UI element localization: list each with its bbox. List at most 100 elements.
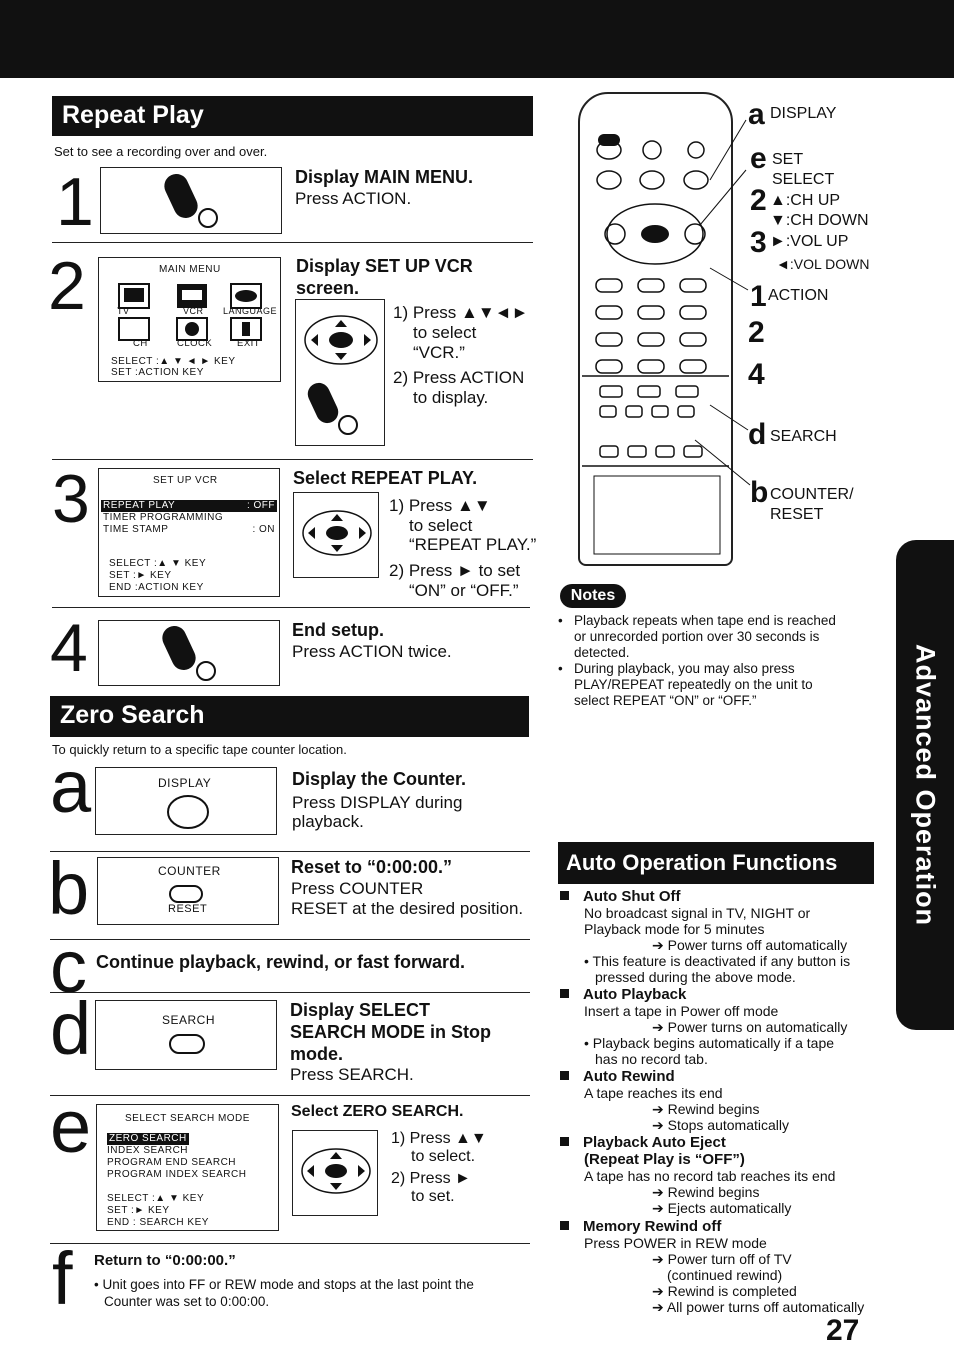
remote-callout-a-label: DISPLAY (770, 105, 837, 122)
step3-title: Select REPEAT PLAY. (293, 468, 478, 488)
note-1: Playback repeats when tape end is reache… (574, 613, 836, 628)
side-tab (896, 540, 954, 1030)
menu-row-label: REPEAT PLAY (103, 500, 176, 511)
note-2b: PLAY/REPEAT repeatedly on the unit to (574, 677, 813, 692)
top-black-bar (0, 0, 954, 78)
step-e-sub1: 1) Press ▲▼ (391, 1130, 487, 1147)
auto-playback-heading: Auto Playback (560, 986, 686, 1003)
step-c-title: Continue playback, rewind, or fast forwa… (96, 952, 466, 972)
ao-text: pressed during the above mode. (595, 969, 796, 985)
remote-buttons (582, 134, 729, 555)
action-button-icon (162, 626, 216, 681)
menu-row-selected: REPEAT PLAY : OFF (101, 500, 277, 512)
step-e-sub1b: to select. (411, 1148, 476, 1165)
joystick-illustration (293, 492, 379, 578)
step-letter: f (52, 1237, 73, 1320)
step3-sub2: 2) Press ► to set (389, 561, 521, 580)
step3-sub1c: “REPEAT PLAY.” (409, 535, 537, 554)
zero-search-intro: To quickly return to a specific tape cou… (52, 742, 347, 757)
heading-text: Playback Auto Eject (583, 1134, 726, 1151)
ao-text: • Playback begins automatically if a tap… (584, 1035, 835, 1051)
remote-callout-2-label: ▲:CH UP (770, 192, 841, 209)
note-bullet: • (558, 661, 563, 676)
square-bullet-icon (560, 1137, 569, 1146)
menu-end-line: END : SEARCH KEY (107, 1217, 209, 1228)
step3-sub2b: “ON” or “OFF.” (409, 581, 519, 600)
memory-rewind-off-heading: Memory Rewind off (560, 1218, 721, 1235)
step-letter: a (50, 745, 92, 828)
step2-title-cont: screen. (296, 278, 360, 298)
square-bullet-icon (560, 1071, 569, 1080)
step-number: 3 (52, 461, 90, 537)
remote-callout-1: 1 (750, 280, 767, 313)
joystick-icon (301, 1148, 371, 1194)
step-letter: b (48, 847, 90, 930)
heading-text-2: (Repeat Play is “OFF”) (584, 1151, 745, 1168)
oval-button-icon (169, 885, 203, 903)
menu-end-line: END :ACTION KEY (109, 582, 204, 593)
button-label-2: RESET (168, 903, 208, 915)
step-letter: e (50, 1085, 92, 1168)
counter-button-illustration: COUNTER RESET (97, 857, 279, 925)
menu-row-value: : OFF (246, 500, 275, 511)
menu-row: TIME STAMP: ON (103, 524, 275, 536)
zero-search-heading: Zero Search (50, 696, 529, 737)
select-search-mode-screen: SELECT SEARCH MODE ZERO SEARCH INDEX SEA… (96, 1104, 279, 1231)
ao-text: Playback mode for 5 minutes (584, 921, 765, 937)
step2-sub1: 1) Press ▲▼◄► (393, 303, 529, 322)
remote-callout-d-label: SEARCH (770, 428, 837, 445)
menu-set-line: SET :► KEY (109, 570, 172, 581)
oval-button-icon (169, 1034, 205, 1054)
ao-text: has no record tab. (595, 1051, 708, 1067)
step-f-title: Return to “0:00:00.” (94, 1252, 236, 1269)
menu-icons (118, 283, 262, 309)
ao-text: Insert a tape in Power off mode (584, 1003, 779, 1019)
remote-callout-b: b (750, 476, 769, 509)
remote-callout-3-label2: ◄:VOL DOWN (776, 256, 870, 272)
remote-callout-2: 2 (750, 184, 767, 217)
remote-callout-2-label2: ▼:CH DOWN (770, 212, 869, 229)
note-1b: or unrecorded portion over 30 seconds is (574, 629, 820, 644)
menu-title: MAIN MENU (159, 264, 221, 275)
page-number: 27 (826, 1314, 860, 1347)
ao-arrow-text: ➔ Rewind is completed (652, 1283, 797, 1299)
ao-arrow-text: ➔ Ejects automatically (652, 1200, 792, 1216)
divider (50, 939, 530, 940)
step-letter: c (50, 925, 87, 1008)
step-number: 4 (50, 610, 88, 686)
heading-text: Auto Playback (583, 986, 687, 1003)
menu-set-line: SET :► KEY (107, 1205, 170, 1216)
menu-clock: CLOCK (177, 338, 213, 349)
menu-vcr: VCR (183, 306, 204, 316)
step-e-sub2b: to set. (411, 1188, 455, 1205)
display-button-illustration: DISPLAY (95, 767, 277, 835)
divider (50, 1243, 530, 1244)
remote-callout-e-label: SET (772, 151, 804, 168)
search-button-illustration: SEARCH (95, 1000, 277, 1070)
step-e-title: Select ZERO SEARCH. (291, 1103, 464, 1120)
step-b-title: Reset to “0:00:00.” (291, 857, 453, 877)
remote-control-illustration (578, 92, 733, 566)
remote-callout-a: a (748, 98, 765, 131)
menu-ch: CH (133, 338, 148, 349)
menu-select-line: SELECT :▲ ▼ ◄ ► KEY (111, 356, 236, 367)
menu-row-label: ZERO SEARCH (107, 1133, 189, 1145)
step-a-text: Press DISPLAY during (292, 793, 463, 812)
step-d-title3: mode. (290, 1044, 344, 1064)
step-d-title: Display SELECT (290, 1000, 431, 1020)
remote-callout-1-label: ACTION (768, 287, 829, 304)
remote-callout-b-label: COUNTER/ (770, 486, 854, 503)
menu-row-value: : ON (252, 524, 275, 535)
ao-text: A tape has no record tab reaches its end (584, 1168, 836, 1184)
menu-title: SELECT SEARCH MODE (125, 1113, 250, 1124)
step1-text: Press ACTION. (295, 189, 412, 208)
menu-select-line: SELECT :▲ ▼ KEY (107, 1193, 205, 1204)
auto-rewind-heading: Auto Rewind (560, 1068, 675, 1085)
playback-auto-eject-heading: Playback Auto Eject (560, 1134, 726, 1151)
menu-select-line: SELECT :▲ ▼ KEY (109, 558, 207, 569)
step4-text: Press ACTION twice. (292, 642, 452, 661)
ao-text: No broadcast signal in TV, NIGHT or (584, 905, 811, 921)
remote-callout-d: d (748, 418, 767, 451)
ao-arrow-text: ➔ Power turn off of TV (652, 1251, 792, 1267)
step-f-text2: Counter was set to 0:00:00. (104, 1294, 270, 1309)
